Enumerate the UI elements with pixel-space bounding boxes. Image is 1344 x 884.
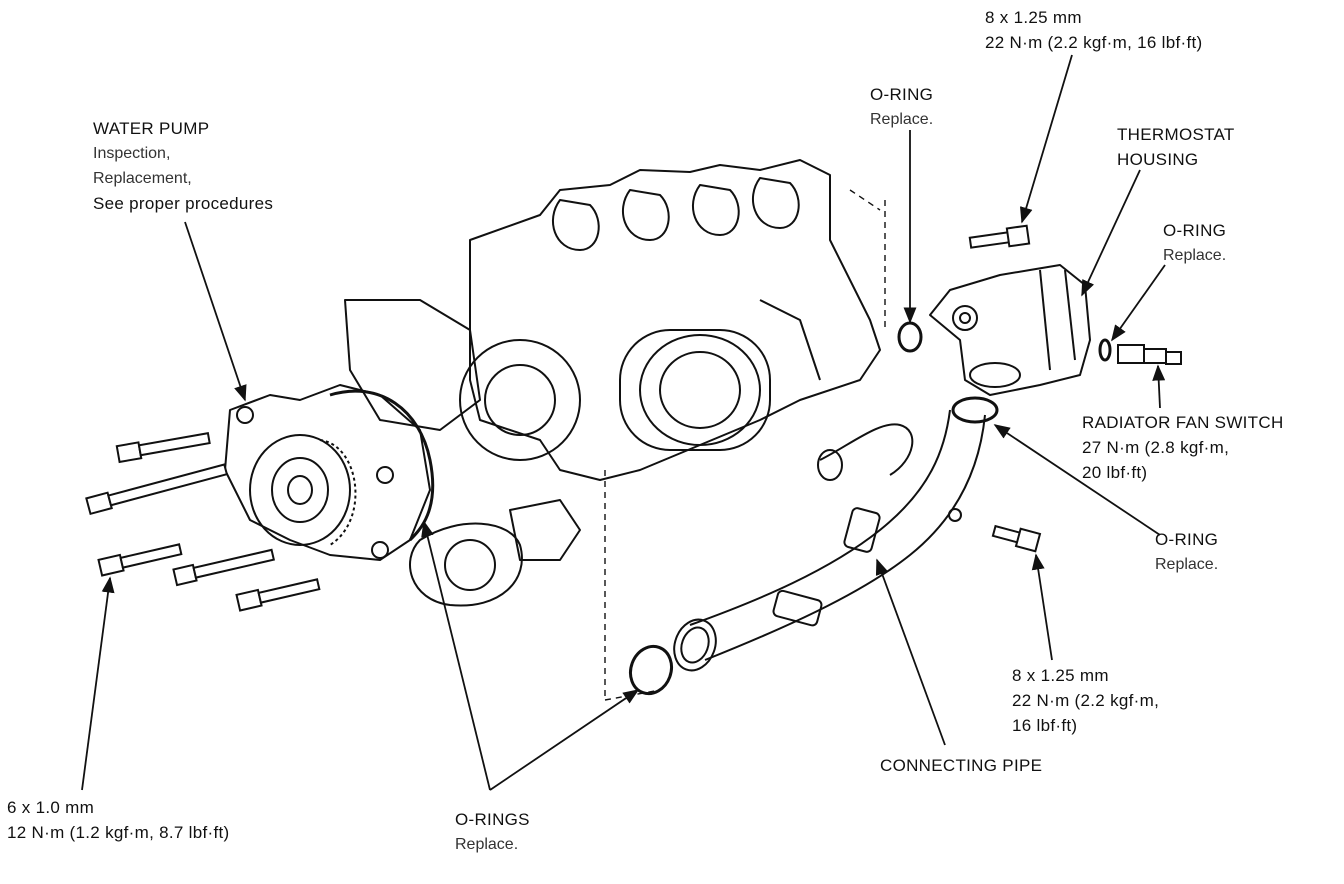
fan-switch-line1: 27 N·m (2.8 kgf·m, <box>1082 438 1230 457</box>
fan-switch-line2: 20 lbf·ft) <box>1082 463 1148 482</box>
o-ring-pipe-title: O-RING <box>1155 530 1219 549</box>
bolt-top-line2: 22 N·m (2.2 kgf·m, 16 lbf·ft) <box>985 33 1203 52</box>
o-rings-bottom-note: Replace. <box>455 836 519 853</box>
connecting-pipe <box>673 397 998 672</box>
label-bolt-pipe: 8 x 1.25 mm 22 N·m (2.2 kgf·m, 16 lbf·ft… <box>1012 663 1159 738</box>
water-pump-line3: See proper procedures <box>93 194 274 213</box>
bolt-pump-line2: 12 N·m (1.2 kgf·m, 8.7 lbf·ft) <box>7 823 230 842</box>
o-ring-right-note: Replace. <box>1163 247 1227 264</box>
label-water-pump: WATER PUMP Inspection, Replacement, See … <box>93 116 273 216</box>
engine-block <box>344 159 881 607</box>
label-o-ring-right: O-RING Replace. <box>1163 218 1226 268</box>
leader-bolt-pipe <box>1031 553 1053 661</box>
label-o-ring-pipe: O-RING Replace. <box>1155 527 1218 577</box>
label-bolt-pump: 6 x 1.0 mm 12 N·m (1.2 kgf·m, 8.7 lbf·ft… <box>7 795 230 845</box>
o-ring-top-title: O-RING <box>870 85 934 104</box>
leader-o-rings-b <box>489 689 640 791</box>
water-pump <box>224 384 435 561</box>
radiator-fan-switch <box>1117 344 1182 365</box>
leader-o-ring-right <box>1111 264 1166 342</box>
label-radiator-fan-switch: RADIATOR FAN SWITCH 27 N·m (2.8 kgf·m, 2… <box>1082 410 1284 485</box>
label-thermostat-housing: THERMOSTAT HOUSING <box>1117 122 1235 172</box>
thermostat-line2: HOUSING <box>1117 150 1199 169</box>
o-rings <box>628 321 1112 696</box>
leader-bolt-pump <box>81 576 115 791</box>
leader-lines <box>81 54 1166 791</box>
bolt-pipe-line1: 8 x 1.25 mm <box>1012 666 1109 685</box>
water-pump-bolts <box>85 432 321 612</box>
leader-bolt-top <box>1019 54 1073 224</box>
leader-o-ring-pipe <box>993 424 1161 536</box>
leader-o-rings-a <box>421 520 491 791</box>
water-pump-title: WATER PUMP <box>93 119 210 138</box>
water-pump-line2: Replacement, <box>93 170 192 187</box>
thermostat-line1: THERMOSTAT <box>1117 125 1235 144</box>
label-o-rings-bottom: O-RINGS Replace. <box>455 807 530 857</box>
bolt-pump-line1: 6 x 1.0 mm <box>7 798 95 817</box>
housing-bolt <box>968 224 1042 553</box>
leader-thermostat <box>1081 169 1141 297</box>
bolt-pipe-line2: 22 N·m (2.2 kgf·m, <box>1012 691 1160 710</box>
leader-connecting-pipe <box>875 558 946 746</box>
bolt-top-line1: 8 x 1.25 mm <box>985 8 1082 27</box>
o-rings-bottom-title: O-RINGS <box>455 810 530 829</box>
leader-fan-switch <box>1152 364 1166 409</box>
connecting-pipe-title: CONNECTING PIPE <box>880 756 1043 775</box>
bolt-pipe-line3: 16 lbf·ft) <box>1012 716 1078 735</box>
leader-water-pump <box>184 221 247 402</box>
o-ring-top-note: Replace. <box>870 111 934 128</box>
o-ring-right-title: O-RING <box>1163 221 1227 240</box>
fan-switch-title: RADIATOR FAN SWITCH <box>1082 413 1284 432</box>
thermostat-housing <box>929 264 1091 396</box>
label-bolt-top: 8 x 1.25 mm 22 N·m (2.2 kgf·m, 16 lbf·ft… <box>985 5 1202 55</box>
o-ring-pipe-note: Replace. <box>1155 556 1219 573</box>
label-connecting-pipe: CONNECTING PIPE <box>880 753 1042 778</box>
label-o-ring-top: O-RING Replace. <box>870 82 933 132</box>
water-pump-line1: Inspection, <box>93 145 171 162</box>
